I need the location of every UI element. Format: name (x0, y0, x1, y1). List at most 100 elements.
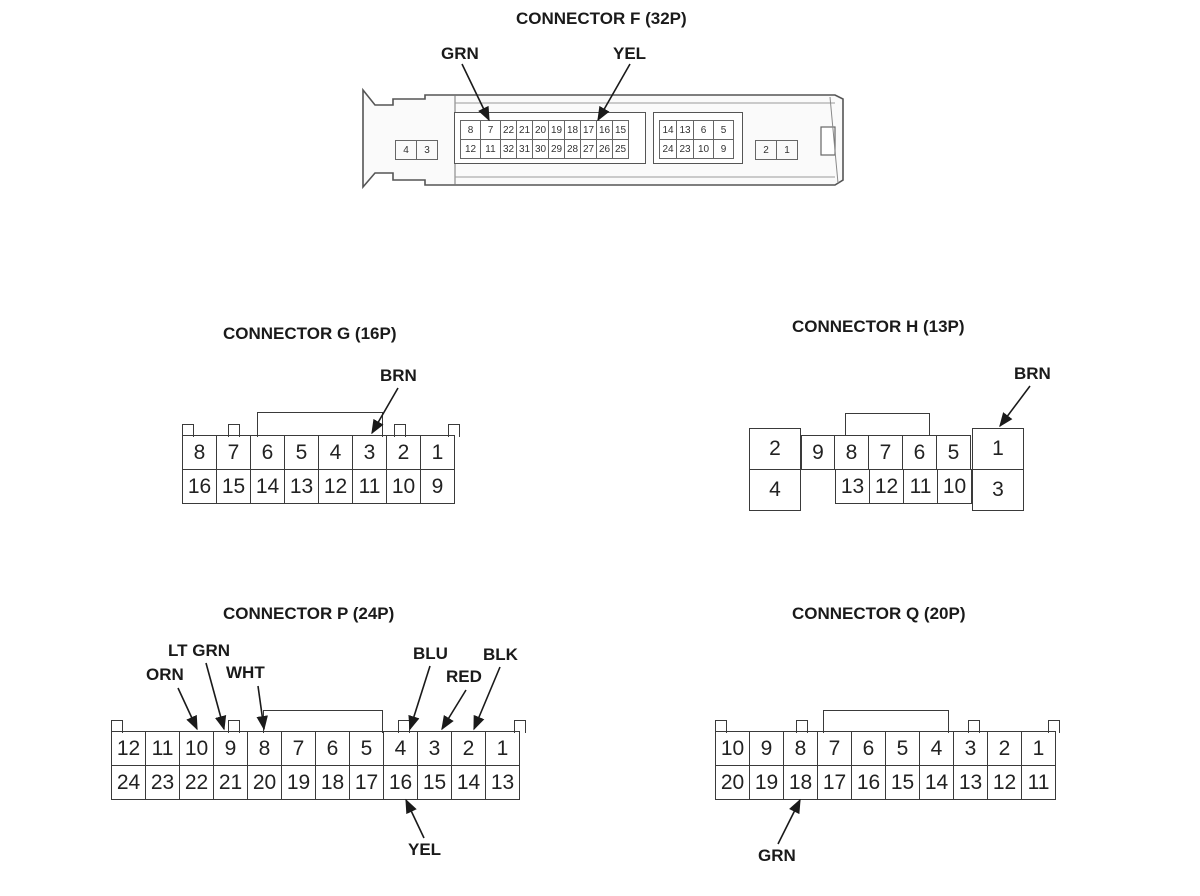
arrow-q-grn (777, 798, 801, 845)
pin: 10 (386, 469, 421, 504)
connector-g-end-left (182, 424, 194, 437)
pin: 2 (755, 140, 777, 160)
pin: 18 (783, 765, 818, 800)
pin: 20 (247, 765, 282, 800)
pin: 7 (868, 435, 903, 470)
arrow-p-red (441, 689, 467, 731)
pin: 12 (869, 469, 904, 504)
pin: 9 (213, 731, 248, 766)
pin: 9 (420, 469, 455, 504)
pin: 11 (1021, 765, 1056, 800)
pin: 11 (903, 469, 938, 504)
connector-f-label-yel: YEL (613, 44, 647, 63)
connector-g-title: CONNECTOR G (16P) (223, 324, 397, 343)
connector-f-title: CONNECTOR F (32P) (516, 9, 687, 28)
pin: 12 (460, 139, 481, 159)
pin: 6 (315, 731, 350, 766)
pin: 10 (715, 731, 750, 766)
connector-g-key-left (228, 424, 240, 437)
pin: 22 (179, 765, 214, 800)
pin: 7 (817, 731, 852, 766)
pin: 6 (693, 120, 714, 140)
pin: 9 (713, 139, 734, 159)
connector-q-key-left (796, 720, 808, 733)
pin: 7 (281, 731, 316, 766)
pin: 15 (417, 765, 452, 800)
connector-p-label-yel: YEL (408, 840, 442, 859)
pin: 14 (659, 120, 677, 140)
pin: 13 (485, 765, 520, 800)
pin: 13 (953, 765, 988, 800)
connector-h-title: CONNECTOR H (13P) (792, 317, 965, 336)
pin: 5 (713, 120, 734, 140)
connector-p-title: CONNECTOR P (24P) (223, 604, 395, 623)
pin: 13 (676, 120, 694, 140)
connector-q-key-right (968, 720, 980, 733)
connector-f-right-pins: 2 1 (755, 140, 798, 160)
pin: 10 (937, 469, 972, 504)
pin: 21 (213, 765, 248, 800)
pin: 15 (612, 120, 629, 140)
pin: 18 (564, 120, 581, 140)
arrow-h-brn (999, 385, 1031, 428)
pin: 11 (145, 731, 180, 766)
pin: 3 (417, 731, 452, 766)
pin: 4 (919, 731, 954, 766)
pin: 3 (416, 140, 438, 160)
connector-h-label-brn: BRN (1014, 364, 1051, 383)
connector-f-left-pins: 4 3 (395, 140, 438, 160)
pin: 1 (420, 435, 455, 470)
pin: 19 (548, 120, 565, 140)
connector-g-end-right (448, 424, 460, 437)
pin: 16 (596, 120, 613, 140)
pin: 19 (281, 765, 316, 800)
connector-h-mid-top-pins: 9 8 7 6 5 (801, 435, 971, 470)
pin: 5 (936, 435, 971, 470)
pin: 28 (564, 139, 581, 159)
pin: 17 (349, 765, 384, 800)
pin: 5 (349, 731, 384, 766)
pin: 2 (749, 428, 801, 470)
pin: 31 (516, 139, 533, 159)
pin: 15 (885, 765, 920, 800)
connector-p-label-blk: BLK (483, 645, 518, 664)
pin: 16 (182, 469, 217, 504)
pin: 23 (676, 139, 694, 159)
pin: 3 (972, 469, 1024, 511)
pin: 14 (919, 765, 954, 800)
pin: 16 (851, 765, 886, 800)
pin: 4 (395, 140, 417, 160)
pin: 5 (885, 731, 920, 766)
connector-p-key-left (228, 720, 240, 733)
connector-p-end-right (514, 720, 526, 733)
pin: 19 (749, 765, 784, 800)
pin: 25 (612, 139, 629, 159)
pin: 4 (318, 435, 353, 470)
pin: 2 (386, 435, 421, 470)
pin: 8 (834, 435, 869, 470)
pin: 20 (715, 765, 750, 800)
pin: 14 (250, 469, 285, 504)
pin: 4 (383, 731, 418, 766)
pin: 7 (216, 435, 251, 470)
connector-p-pins: 12 11 10 9 8 7 6 5 4 3 2 1 24 23 22 21 2… (111, 731, 520, 800)
pin: 13 (284, 469, 319, 504)
pin: 8 (182, 435, 217, 470)
connector-p-label-orn: ORN (146, 665, 184, 684)
connector-p-latch (263, 710, 383, 733)
connector-h-latch (845, 413, 930, 436)
connector-p-label-red: RED (446, 667, 482, 686)
pin: 9 (801, 435, 835, 470)
pin: 17 (817, 765, 852, 800)
pin: 12 (318, 469, 353, 504)
pin: 30 (532, 139, 549, 159)
pin: 32 (500, 139, 517, 159)
connector-q-end-left (715, 720, 727, 733)
pin: 3 (953, 731, 988, 766)
pin: 24 (111, 765, 146, 800)
pin: 12 (987, 765, 1022, 800)
pin: 10 (179, 731, 214, 766)
pin: 8 (247, 731, 282, 766)
pin: 8 (783, 731, 818, 766)
connector-p-label-blu: BLU (413, 644, 448, 663)
